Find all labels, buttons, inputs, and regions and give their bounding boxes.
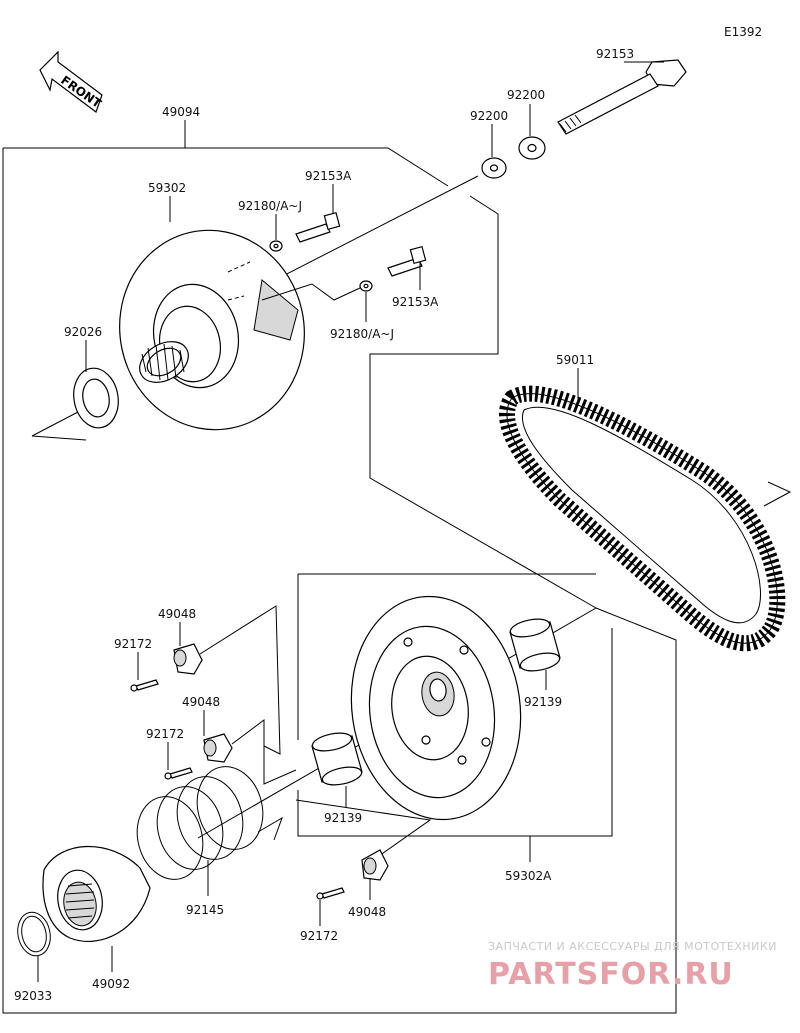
- cam-49092: [42, 845, 151, 943]
- washer-92200-a: [518, 136, 546, 160]
- bolt-92153a-bottom: [387, 245, 427, 277]
- label-92153a-top: 92153A: [305, 169, 352, 183]
- label-92200-b: 92200: [470, 109, 508, 123]
- screw-92172-c: [316, 887, 345, 900]
- label-49048-c: 49048: [348, 905, 386, 919]
- screw-92172-a: [130, 679, 159, 692]
- label-92153: 92153: [596, 47, 634, 61]
- washer-92200-b: [481, 157, 507, 179]
- label-59302: 59302: [148, 181, 186, 195]
- washer-92026: [73, 367, 119, 429]
- assembly-frame: [2, 148, 677, 1014]
- label-92145: 92145: [186, 903, 224, 917]
- label-92139-b: 92139: [324, 811, 362, 825]
- slider-49048-b: [203, 733, 233, 763]
- bolt-92153a-top: [295, 211, 341, 243]
- diagram-code: E1392: [724, 25, 762, 39]
- label-49048-a: 49048: [158, 607, 196, 621]
- label-92139-a: 92139: [524, 695, 562, 709]
- label-92153a-bottom: 92153A: [392, 295, 439, 309]
- spring-92145: [136, 766, 283, 880]
- bolt-92153: [557, 59, 687, 135]
- label-49094: 49094: [162, 105, 200, 119]
- label-59302a: 59302A: [505, 869, 552, 883]
- drive-face-59302: [119, 229, 305, 431]
- label-92180-bottom: 92180/A~J: [330, 327, 394, 341]
- label-92180-top: 92180/A~J: [238, 199, 302, 213]
- label-92172-b: 92172: [146, 727, 184, 741]
- slider-49048-c: [361, 849, 389, 881]
- assembly-frame-top: [3, 147, 449, 187]
- washer-92180-top: [269, 240, 283, 252]
- label-92172-c: 92172: [300, 929, 338, 943]
- slider-49048-a: [173, 643, 203, 675]
- label-59011: 59011: [556, 353, 594, 367]
- belt-59011: [499, 385, 786, 652]
- upper-subframe: [369, 195, 597, 609]
- front-arrow-icon: FRONT: [39, 50, 105, 113]
- label-92172-a: 92172: [114, 637, 152, 651]
- label-92033: 92033: [14, 989, 52, 1003]
- bushing-92139-a: [509, 618, 561, 672]
- driven-face-59302a: [350, 595, 522, 821]
- circlip-92033: [17, 911, 51, 957]
- washer-92180-bottom: [359, 280, 373, 292]
- screw-92172-b: [164, 767, 193, 780]
- label-49092: 49092: [92, 977, 130, 991]
- label-92200-a: 92200: [507, 88, 545, 102]
- bushing-92139-b: [311, 732, 363, 786]
- lower-subframe: [297, 574, 613, 837]
- watermark-brand: PARTSFOR.RU: [488, 957, 734, 992]
- watermark-tagline: ЗАПЧАСТИ И АКСЕССУАРЫ ДЛЯ МОТОТЕХНИКИ: [488, 940, 777, 953]
- label-49048-b: 49048: [182, 695, 220, 709]
- label-92026: 92026: [64, 325, 102, 339]
